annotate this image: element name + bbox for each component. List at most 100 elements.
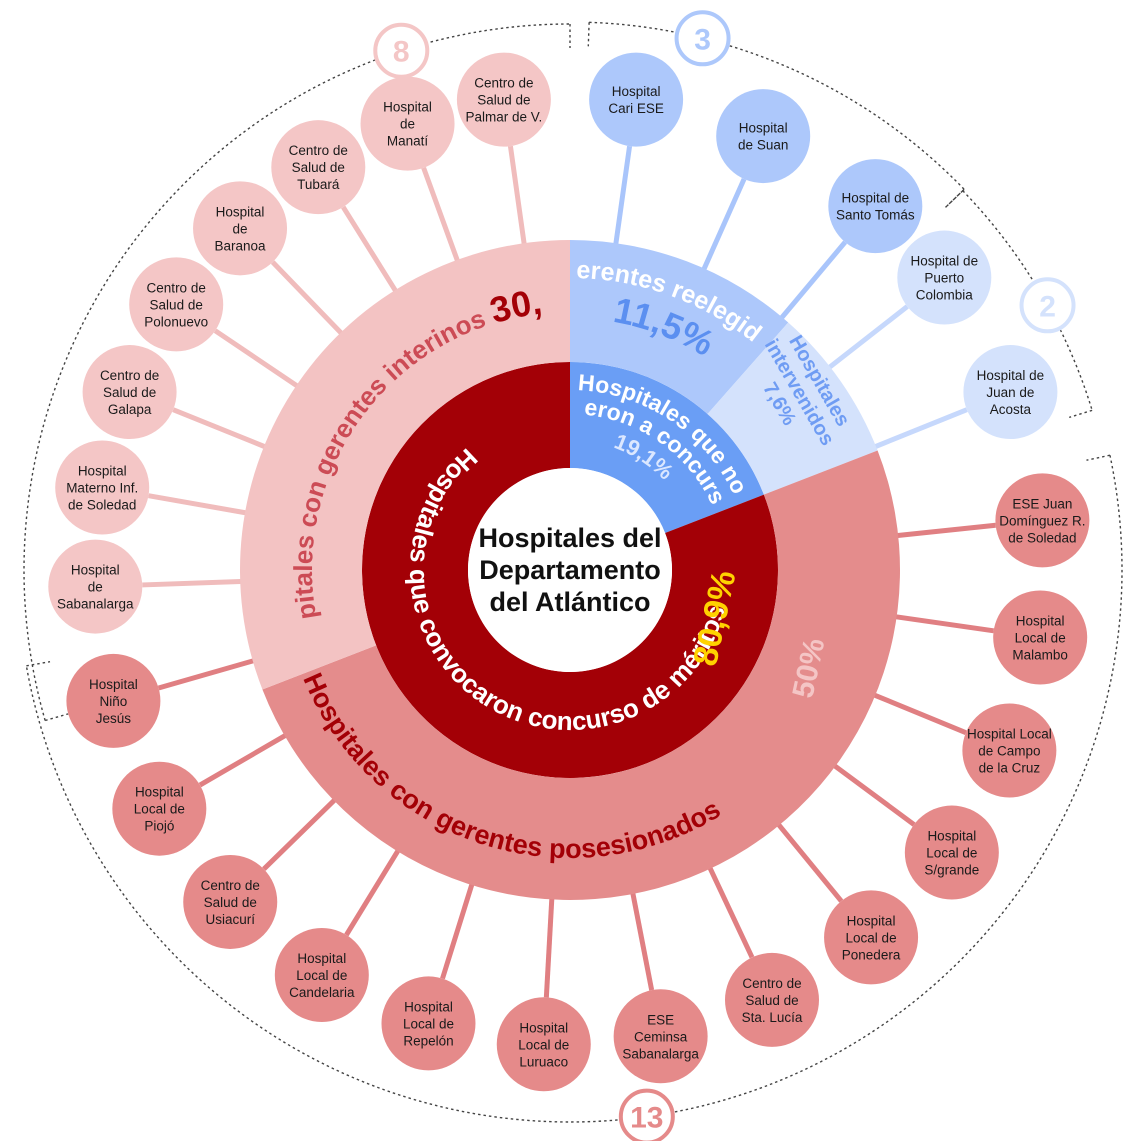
hospital-name-line: Hospital [739,121,788,136]
hospital-name-line: S/grande [924,863,979,878]
hospital-node-circle [66,653,161,748]
hospital-name-line: Candelaria [289,985,355,1000]
connector-posesionados [774,820,844,903]
connector-intervenidos [825,304,909,372]
hospital-node-circle [724,952,819,1047]
hospital-name-line: Domínguez R. [999,513,1085,528]
connector-posesionados [706,863,755,959]
connector-interinos [341,205,400,295]
hospital-name-line: Usiacurí [205,912,255,927]
bracket-end [44,713,69,722]
hospital-name-line: Sabanalarga [622,1046,699,1061]
hospital-name-line: Hospital [297,951,346,966]
hospital-name-line: Salud de [745,993,798,1008]
hospital-name-line: Salud de [477,93,530,108]
hospital-name-line: Local de [518,1037,569,1052]
badge-circle [674,10,731,67]
hospital-name-line: de la Cruz [979,760,1041,775]
hospital-name-line: Polonuevo [144,314,208,329]
hospital-name-line: Local de [1015,630,1066,645]
hospital-node-circle [274,928,369,1023]
hospital-name-line: Hospital de [977,368,1045,383]
connector-posesionados [893,522,996,539]
hospital-node-circle [183,854,278,949]
hospital-name-line: Sta. Lucía [742,1010,803,1025]
hospital-name-line: Puerto [924,271,964,286]
hospital-name-line: Repelón [403,1033,453,1048]
hospital-node-circle [897,230,992,325]
hospital-name-line: Hospital [519,1020,568,1035]
connector-posesionados [543,895,555,998]
hospital-name-line: Local de [926,846,977,861]
connector-posesionados [262,796,339,871]
hospital-name-line: de [400,117,415,132]
hospital-name-line: Materno Inf. [66,481,138,496]
connector-posesionados [870,691,967,735]
bracket-reelegidos [589,21,965,190]
hospital-node-circle [55,440,150,535]
connector-intervenidos [871,407,968,451]
hospital-name-line: Hospital de [842,191,910,206]
hospital-name-line: Galapa [108,402,152,417]
hospital-node-circle [496,997,591,1092]
center-circle [468,468,672,672]
connector-reelegidos [612,145,633,248]
hospital-name-line: Jesús [96,711,132,726]
connector-reelegidos [700,177,747,274]
connector-interinos [507,145,528,248]
hospital-name-line: de Soledad [1008,530,1076,545]
hospital-node-circle [193,181,288,276]
hospital-node-circle [716,89,811,184]
hospital-name-line: Malambo [1012,647,1068,662]
hospital-name-line: Juan de [986,385,1034,400]
connector-interinos [172,407,269,451]
hospital-node-circle [271,120,366,215]
hospital-name-line: Salud de [292,160,345,175]
hospital-name-line: Hospital Local [967,726,1052,741]
rings [240,240,901,901]
hospital-node-circle [963,345,1058,440]
hospital-name-line: Hospital [78,464,127,479]
hospital-name-line: Hospital [404,999,453,1014]
bracket-posesionados [25,455,1123,1123]
badge-count: 2 [1039,290,1056,323]
hospital-node-circle [962,703,1057,798]
badge-count: 8 [393,36,410,69]
hospital-node-circle [48,539,143,634]
hospital-name-line: Centro de [100,368,159,383]
badge-posesionados: 13 [618,1088,675,1141]
hospital-name-line: Centro de [474,76,533,91]
hospital-node-circle [129,257,224,352]
hospital-name-line: Local de [134,802,185,817]
inner-segment-convocaron [362,362,778,778]
